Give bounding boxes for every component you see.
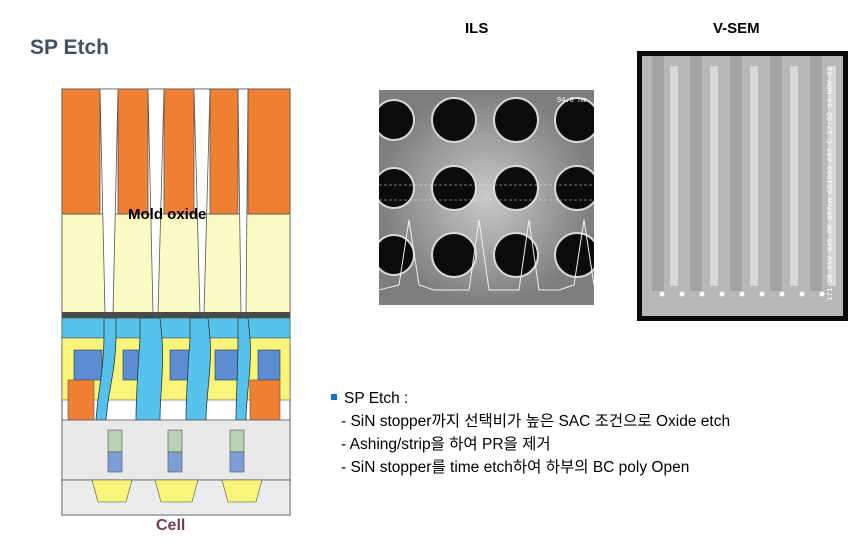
poly-1a [107, 429, 123, 453]
pr-pillar-5 [247, 88, 291, 215]
contact-plugs [95, 317, 251, 421]
plug-3 [185, 317, 211, 421]
poly-2b [167, 451, 183, 473]
landing-2 [249, 379, 281, 421]
bullet-item: - SiN stopper를 time etch하여 하부의 BC poly O… [341, 459, 690, 476]
bullet-item: - Ashing/strip을 하여 PR을 제거 [341, 436, 551, 453]
bc-poly [107, 429, 245, 473]
ils-micrograph: 94.8 nm [379, 90, 594, 305]
ils-scale-text: 94.8 nm [557, 97, 586, 105]
trenches [99, 88, 249, 315]
mold-oxide-layer [61, 213, 291, 315]
orange-landing [67, 379, 281, 421]
landing-1 [67, 379, 95, 421]
sin-cap [62, 312, 290, 318]
pr-pillar-4 [209, 88, 239, 215]
sin-stopper [61, 317, 291, 339]
process-notes: SP Etch : - SiN stopper까지 선택비가 높은 SAC 조건… [331, 387, 730, 479]
bullet-square-icon [331, 393, 337, 400]
poly-2a [167, 429, 183, 453]
plug-2 [135, 317, 163, 421]
poly-1b [107, 451, 123, 473]
mold-oxide-label: Mold oxide [128, 206, 207, 223]
pr-pillar-2 [117, 88, 149, 215]
bullet-heading: SP Etch : [344, 390, 409, 407]
poly-3b [229, 451, 245, 473]
ils-heading: ILS [465, 20, 489, 37]
vsem-micrograph: 171 20.0kV X45.0K 667nm GG1003 #07 C 17:… [642, 56, 843, 316]
vsem-highlights [670, 66, 836, 286]
junctions [91, 479, 263, 503]
pr-pillar-1 [61, 88, 101, 215]
hole-array [379, 97, 594, 278]
junction-1 [91, 479, 133, 503]
bullet-item: - SiN stopper까지 선택비가 높은 SAC 조건으로 Oxide e… [341, 413, 731, 430]
vsem-overlay-text: 171 20.0kV X45.0K 667nm GG1003 #07 C 17:… [827, 66, 835, 301]
cell-label: Cell [156, 517, 186, 534]
poly-3a [229, 429, 245, 453]
junction-3 [221, 479, 263, 503]
bullet-heading-line: SP Etch : [331, 387, 730, 410]
slide-title: SP Etch [30, 36, 109, 59]
vsem-columns [652, 56, 822, 291]
junction-2 [154, 479, 199, 503]
vsem-heading: V-SEM [713, 20, 760, 37]
pr-pillars [61, 88, 291, 215]
bitline-5 [257, 349, 281, 381]
vsem-bottom-dots [659, 291, 825, 297]
bitline-1 [73, 349, 103, 381]
pr-pillar-3 [163, 88, 195, 215]
